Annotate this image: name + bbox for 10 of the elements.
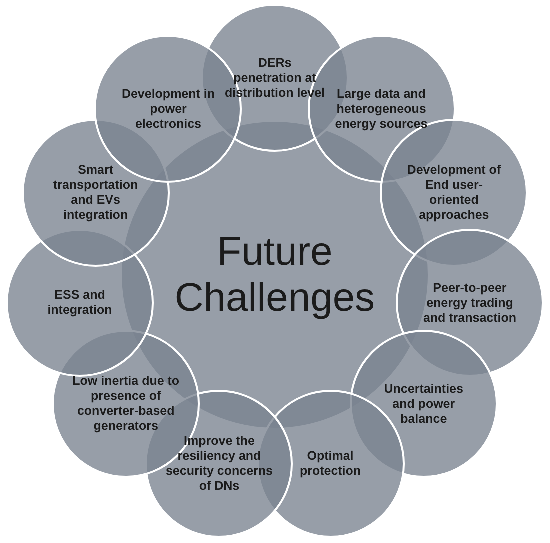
challenge-text: ESS and integration (46, 288, 114, 318)
challenge-text: Development in power electronics (120, 86, 216, 132)
challenge-text: Optimal protection (298, 449, 362, 480)
challenge-text: Development of End user-oriented approaches (406, 163, 502, 224)
challenge-text: Uncertainties and power balance (383, 382, 464, 426)
challenge-text: Large data and heterogeneous energy sources (334, 86, 429, 132)
challenge-text: Low inertia due to presence of converter-based generators (72, 374, 180, 434)
challenge-text: Peer-to-peer energy trading and transaction (422, 280, 518, 326)
challenge-text: Smart transportation and EVs integration (52, 163, 140, 224)
center-title: Future Challenges (174, 229, 376, 321)
